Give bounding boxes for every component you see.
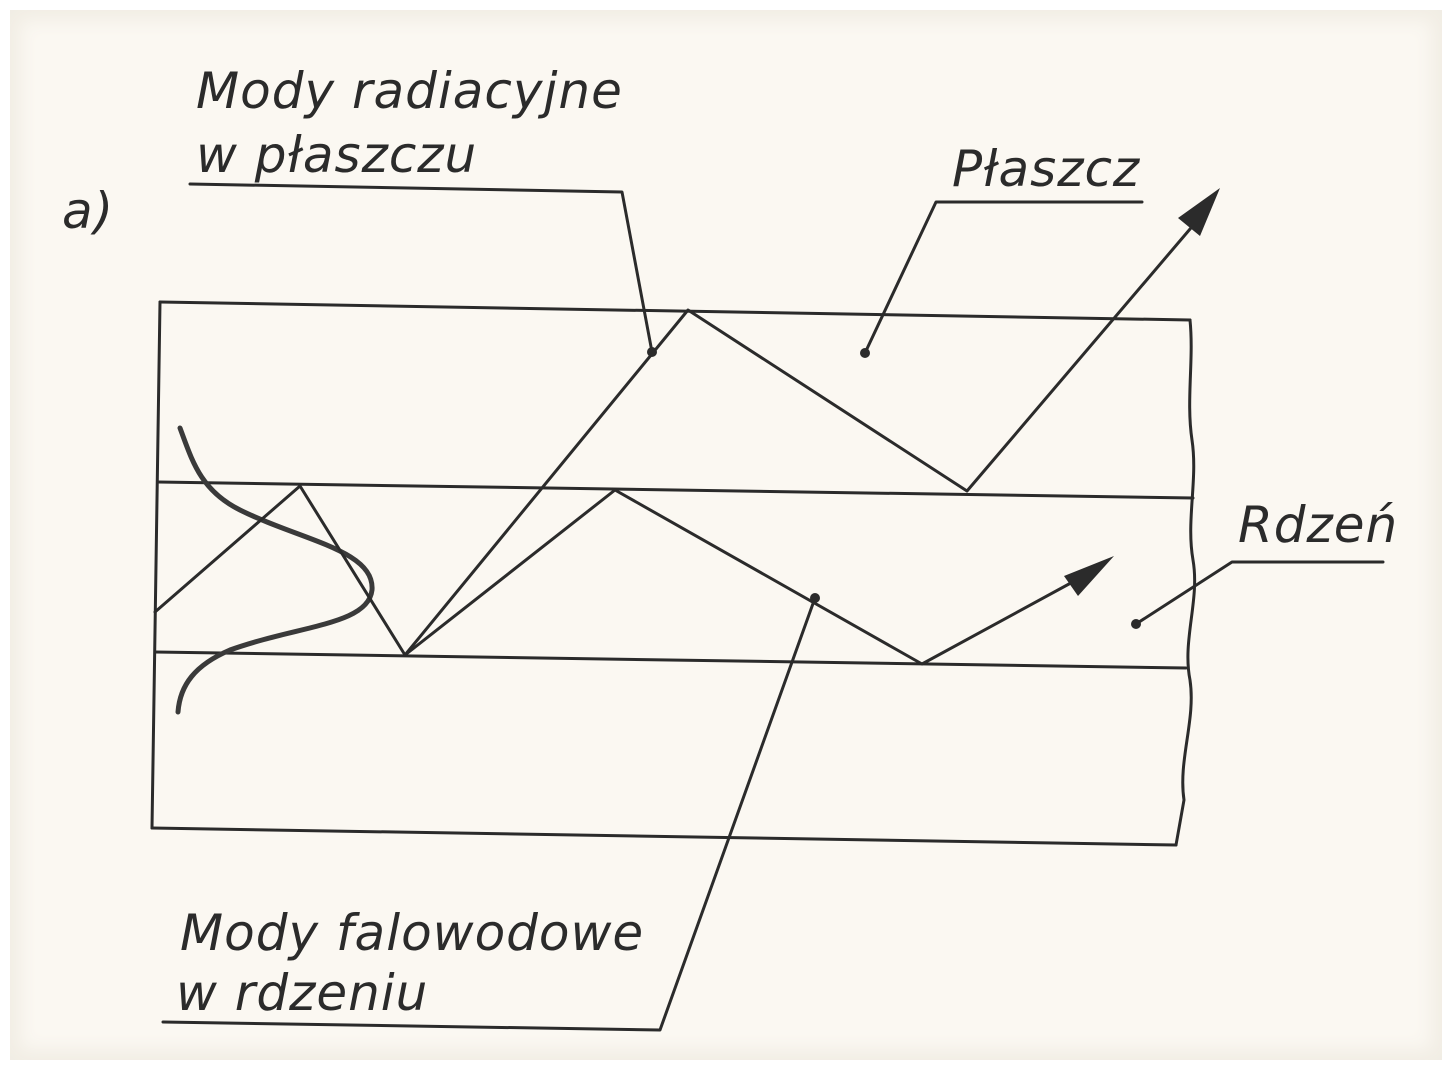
core-upper-boundary: [156, 480, 1195, 500]
mode-field-profile: [175, 425, 375, 715]
panel-label: a): [62, 182, 114, 240]
leader-cladding-dot: [860, 348, 870, 358]
core-lower-boundary: [153, 650, 1188, 670]
label-cladding: Płaszcz: [952, 140, 1141, 198]
leader-core-dot: [1131, 619, 1141, 629]
radiation-ray: [403, 220, 1198, 657]
leader-radiation-modes: [188, 182, 654, 354]
radiation-ray-arrowhead: [1178, 188, 1220, 236]
label-core: Rdzeń: [1238, 496, 1398, 554]
fiber-bottom-edge: [150, 826, 1178, 847]
leader-waveguide-modes: [161, 596, 817, 1032]
leader-cladding: [863, 200, 1144, 355]
leader-radiation-modes-dot: [647, 347, 657, 357]
leader-waveguide-modes-dot: [810, 593, 820, 603]
label-radiation-modes-line2: w płaszczu: [196, 126, 477, 184]
label-waveguide-modes-line1: Mody falowodowe: [180, 904, 644, 962]
fiber-top-edge: [158, 300, 1192, 322]
leader-core: [1134, 560, 1385, 626]
guided-ray-left: [153, 484, 1082, 666]
fiber-left-edge: [150, 300, 162, 830]
fiber-right-broken-edge: [1174, 318, 1197, 847]
label-radiation-modes-line1: Mody radiacyjne: [196, 62, 623, 120]
label-waveguide-modes-line2: w rdzeniu: [176, 964, 428, 1022]
guided-ray-arrowhead: [1064, 556, 1114, 596]
